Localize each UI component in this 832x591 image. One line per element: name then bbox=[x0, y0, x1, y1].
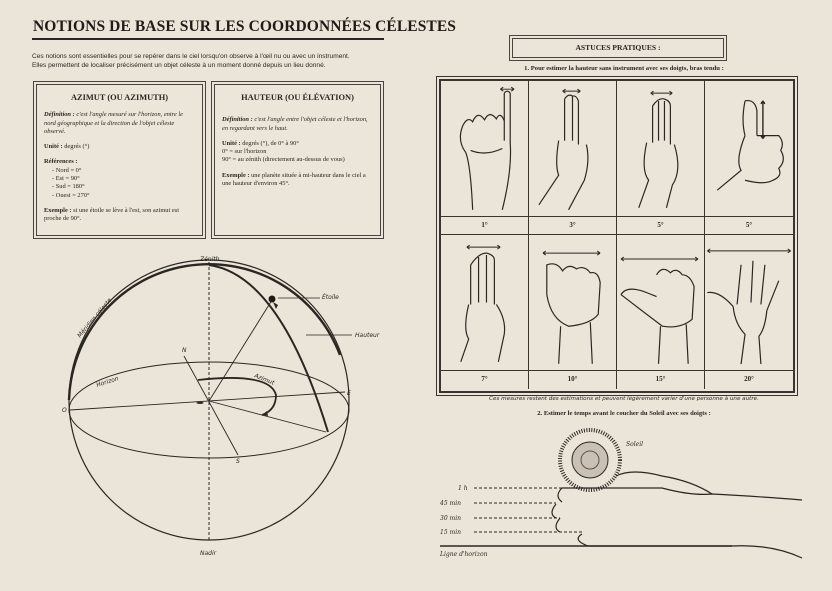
label-east: E bbox=[347, 390, 351, 397]
degree-20: 20° bbox=[744, 375, 754, 383]
star-icon bbox=[268, 295, 276, 303]
degree-5-thumb: 5° bbox=[705, 217, 793, 235]
hauteur-definition: Définition : c'est l'angle entre l'objet… bbox=[222, 116, 368, 132]
fist-hand-icon bbox=[542, 250, 601, 364]
three-fingers-hand-icon bbox=[638, 90, 679, 209]
gesture-little-finger bbox=[441, 81, 529, 217]
label-south: S bbox=[236, 458, 240, 465]
celestial-sphere-diagram: Zénith Nadir Méridien céleste Étoile Hau… bbox=[62, 256, 380, 557]
degree-1: 1° bbox=[441, 217, 529, 235]
label-height: Hauteur bbox=[355, 332, 380, 339]
azimut-unit: Unité : degrés (°) bbox=[44, 143, 90, 151]
left-page: NOTIONS DE BASE SUR LES COORDONNÉES CÉLE… bbox=[32, 18, 456, 557]
thumb-extended-fist-icon bbox=[620, 256, 699, 364]
label-star: Étoile bbox=[322, 293, 339, 301]
azimut-references-label: Références : bbox=[44, 158, 78, 166]
gesture-three-fingers bbox=[617, 81, 705, 217]
label-azimut: Azimut bbox=[252, 372, 276, 387]
gesture-fist bbox=[529, 235, 617, 371]
label-zenith: Zénith bbox=[199, 256, 220, 263]
intro-line-1: Ces notions sont essentielles pour se re… bbox=[32, 53, 350, 60]
right-page: ASTUCES PRATIQUES : 1. Pour estimer la h… bbox=[416, 0, 832, 591]
label-north: N bbox=[182, 347, 187, 354]
level-30min: 30 min bbox=[440, 515, 461, 522]
azimut-box: AZIMUT (OU AZIMUTH) Définition : c'est l… bbox=[33, 81, 206, 239]
degree-10: 10° bbox=[529, 371, 617, 389]
finger-measure-grid: 1° 3° 5° 5° 7° 10° 15° 20° bbox=[436, 76, 798, 396]
label-meridian: Méridien céleste bbox=[76, 297, 113, 340]
azimut-references: - Nord = 0° - Est = 90° - Sud = 180° - O… bbox=[52, 166, 90, 199]
azimut-example: Exemple : si une étoile se lève à l'est,… bbox=[44, 206, 179, 223]
degree-15: 15° bbox=[617, 371, 705, 389]
sun-icon bbox=[558, 428, 622, 492]
label-horizon-line: Ligne d'horizon bbox=[439, 551, 488, 558]
label-sun: Soleil bbox=[626, 441, 643, 448]
gesture-thumb-to-fist bbox=[617, 235, 705, 371]
hauteur-unit: Unité : degrés (°), de 0° à 90°0° = sur … bbox=[222, 139, 345, 164]
title-underline bbox=[32, 38, 384, 40]
hauteur-box: HAUTEUR (OU ÉLÉVATION) Définition : c'es… bbox=[211, 81, 384, 239]
gesture-spread-hand bbox=[705, 235, 793, 371]
degree-7: 7° bbox=[441, 371, 529, 389]
subtitle-finger-height: 1. Pour estimer la hauteur sans instrume… bbox=[524, 65, 724, 72]
estimation-note: Ces mesures restent des estimations et p… bbox=[489, 396, 759, 402]
page-title: NOTIONS DE BASE SUR LES COORDONNÉES CÉLE… bbox=[33, 18, 457, 35]
two-fingers-hand-icon bbox=[538, 88, 589, 211]
gesture-thumb bbox=[705, 81, 793, 217]
degree-3: 3° bbox=[529, 217, 617, 235]
hauteur-heading: HAUTEUR (OU ÉLÉVATION) bbox=[241, 93, 354, 102]
degree-5-three-fingers: 5° bbox=[617, 217, 705, 235]
gesture-two-fingers bbox=[529, 81, 617, 217]
intro-text: Ces notions sont essentielles pour se re… bbox=[32, 52, 402, 70]
subtitle-sunset-time: 2. Estimer le temps avant le coucher du … bbox=[537, 410, 711, 417]
intro-line-2: Elles permettent de localiser précisémen… bbox=[32, 62, 326, 69]
level-15min: 15 min bbox=[440, 529, 461, 536]
eye-icon bbox=[196, 401, 204, 404]
sunset-hand-diagram: Soleil 1 h 45 min 30 min 15 min Ligne d'… bbox=[439, 428, 803, 559]
spread-hand-icon bbox=[707, 248, 791, 365]
label-nadir: Nadir bbox=[200, 550, 217, 557]
hauteur-example: Exemple : une planète située à mi-hauteu… bbox=[222, 171, 366, 188]
azimut-definition: Définition : c'est l'angle mesuré sur l'… bbox=[44, 111, 183, 135]
four-fingers-hand-icon bbox=[460, 244, 506, 363]
thumb-up-hand-icon bbox=[716, 99, 784, 191]
section-title-box: ASTUCES PRATIQUES : bbox=[509, 35, 727, 61]
azimut-heading: AZIMUT (OU AZIMUTH) bbox=[70, 93, 169, 102]
label-west: O bbox=[62, 407, 67, 414]
level-1h: 1 h bbox=[458, 485, 468, 492]
level-45min: 45 min bbox=[439, 500, 461, 507]
little-finger-hand-icon bbox=[459, 86, 515, 210]
gesture-four-fingers bbox=[441, 235, 529, 371]
